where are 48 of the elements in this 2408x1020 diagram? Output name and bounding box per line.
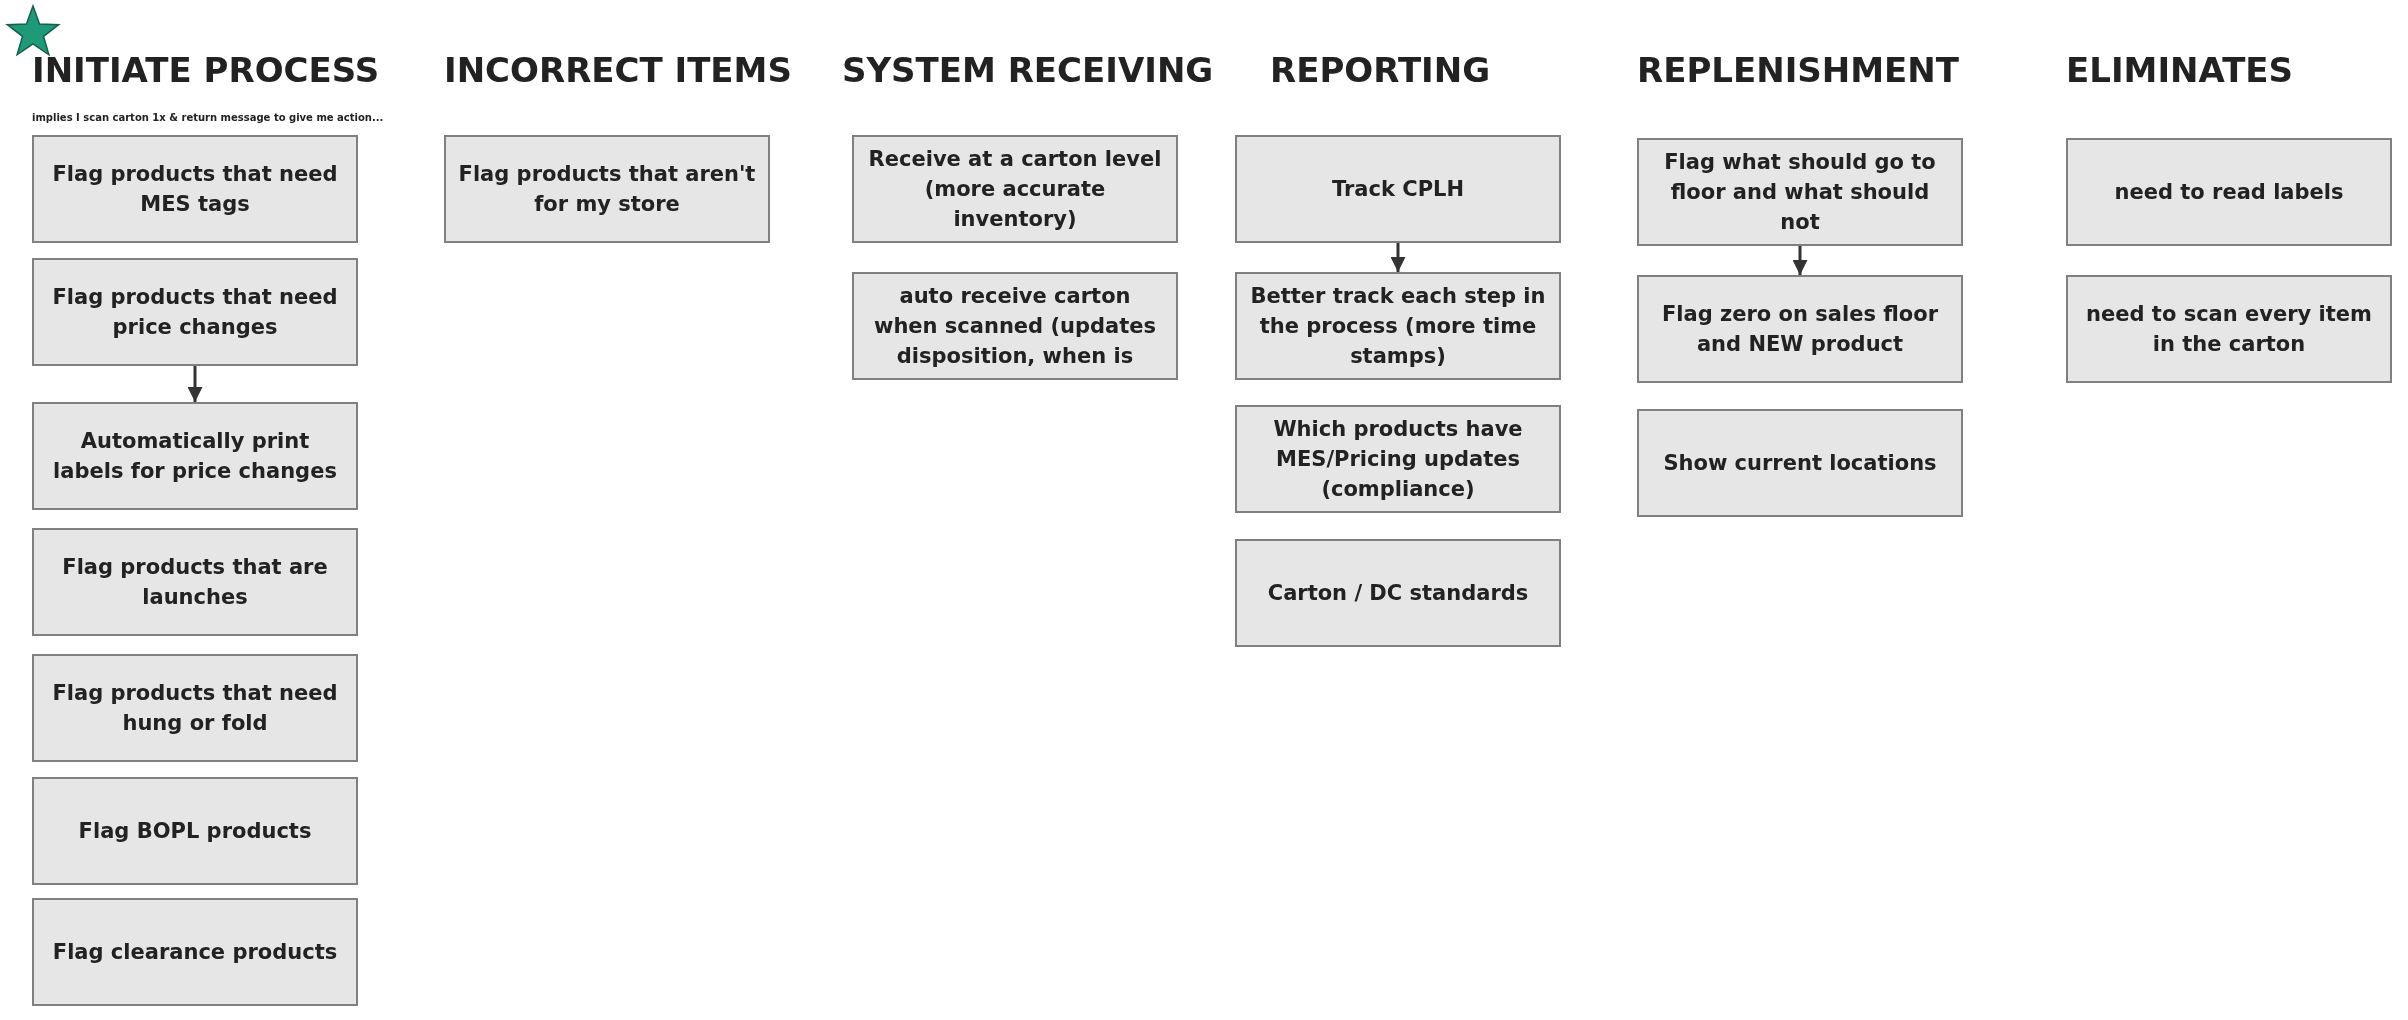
column-heading: SYSTEM RECEIVING bbox=[842, 50, 1214, 90]
box-text: Which products have MES/Pricing updates (compliance) bbox=[1272, 416, 1524, 503]
box-text: Track CPLH bbox=[1332, 176, 1464, 203]
process-box bbox=[852, 135, 1178, 243]
process-box bbox=[32, 528, 358, 636]
box-text: Show current locations bbox=[1663, 450, 1937, 477]
box-text: Flag products that need hung or fold bbox=[51, 680, 339, 737]
process-box bbox=[2066, 275, 2392, 383]
process-box bbox=[1235, 135, 1561, 243]
process-box bbox=[1235, 272, 1561, 380]
box-text: Flag products that need price changes bbox=[51, 284, 339, 341]
process-box bbox=[32, 898, 358, 1006]
process-box bbox=[32, 777, 358, 885]
process-box bbox=[1637, 138, 1963, 246]
arrow bbox=[1792, 246, 1808, 275]
column-heading: INCORRECT ITEMS bbox=[444, 50, 792, 90]
process-box bbox=[32, 258, 358, 366]
process-box bbox=[852, 272, 1178, 380]
process-box bbox=[1637, 409, 1963, 517]
box-text: Better track each step in the process (more time stamps) bbox=[1249, 283, 1547, 370]
box-text: Flag products that aren't for my store bbox=[458, 161, 756, 218]
process-box bbox=[32, 402, 358, 510]
box-text: need to read labels bbox=[2114, 179, 2344, 206]
box-text: Flag products that are launches bbox=[61, 554, 329, 611]
note-text: implies I scan carton 1x & return message to give me action... bbox=[32, 112, 384, 123]
box-text: Flag BOPL products bbox=[78, 818, 312, 845]
box-text: Flag what should go to floor and what should not bbox=[1663, 149, 1937, 236]
column-heading: ELIMINATES bbox=[2066, 50, 2294, 90]
process-box bbox=[32, 135, 358, 243]
arrow bbox=[187, 366, 203, 402]
process-box bbox=[1235, 539, 1561, 647]
column-heading: REPORTING bbox=[1270, 50, 1491, 90]
process-box bbox=[2066, 138, 2392, 246]
box-text: Flag products that need MES tags bbox=[51, 161, 339, 218]
box-text: auto receive carton when scanned (updates disposition, when is bbox=[873, 283, 1157, 370]
process-box bbox=[444, 135, 770, 243]
process-box bbox=[1637, 275, 1963, 383]
box-text: Flag zero on sales floor and NEW product bbox=[1661, 301, 1939, 358]
box-text: Carton / DC standards bbox=[1267, 580, 1529, 607]
column-heading: INITIATE PROCESS bbox=[32, 50, 380, 90]
column-heading: REPLENISHMENT bbox=[1637, 50, 1959, 90]
box-text: Automatically print labels for price changes bbox=[52, 428, 338, 485]
process-box bbox=[1235, 405, 1561, 513]
box-text: Flag clearance products bbox=[52, 939, 338, 966]
process-box bbox=[32, 654, 358, 762]
box-text: need to scan every item in the carton bbox=[2085, 301, 2373, 358]
box-text: Receive at a carton level (more accurate inventory) bbox=[867, 146, 1163, 233]
arrow bbox=[1390, 243, 1406, 272]
